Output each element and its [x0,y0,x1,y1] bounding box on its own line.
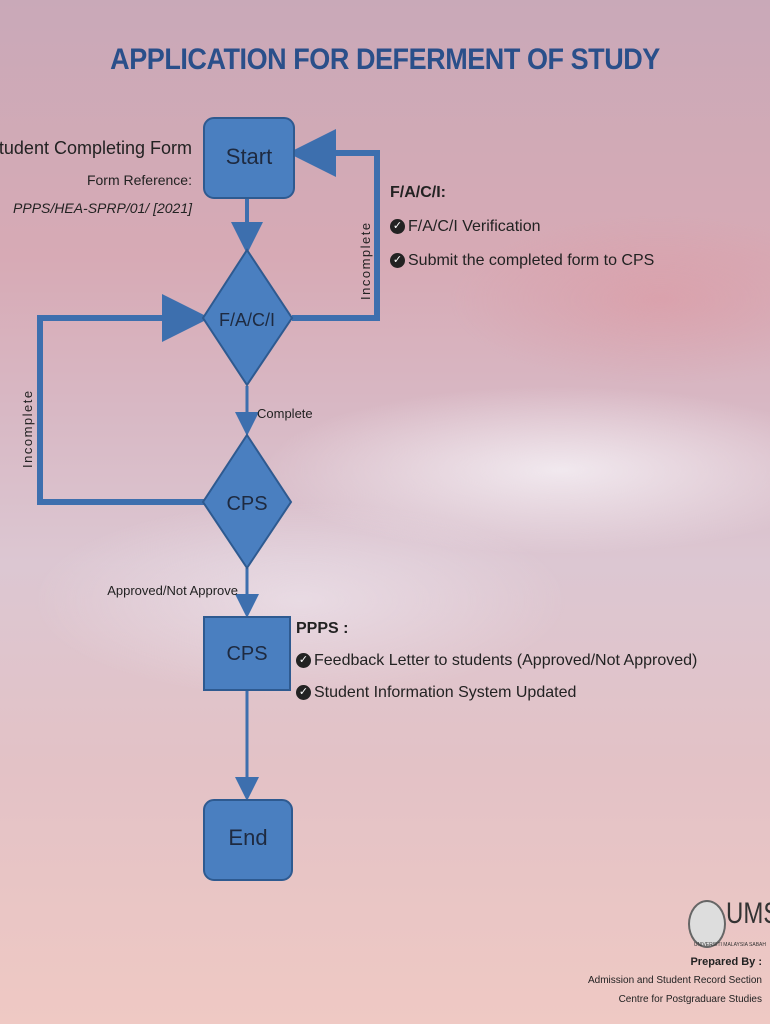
node-faci-label: F/A/C/I [219,310,275,330]
check-icon: ✓ [390,219,405,235]
edge-label-incomplete-left: Incomplete [20,389,35,468]
edge-label-incomplete-right: Incomplete [358,221,373,300]
check-icon: ✓ [390,253,405,269]
check-icon: ✓ [296,653,311,669]
node-cps-process-label: CPS [226,643,267,665]
ums-logo-subtext: UNIVERSITI MALAYSIA SABAH [693,942,766,948]
form-reference-label: Form Reference: [86,172,192,188]
form-reference-value: PPPS/HEA-SPRP/01/ [2021] [13,200,192,216]
node-start-label: Start [226,144,272,169]
faci-note-item-text: F/A/C/I Verification [408,218,541,235]
edge-label-approved: Approved/Not Approve [107,583,238,598]
faci-note-item: ✓F/A/C/I Verification [390,218,541,236]
ppps-note-item-text: Feedback Letter to students (Approved/No… [314,652,698,669]
node-end [203,799,293,881]
faci-note-heading: F/A/C/I: [390,184,446,201]
ppps-note-heading: PPPS : [296,620,349,637]
ppps-note-item-text: Student Information System Updated [314,684,577,701]
loop-left-incomplete [37,294,210,505]
node-start [203,117,295,199]
ums-crest-logo [688,900,726,948]
prepared-by-centre: Centre for Postgraduare Studies [618,994,762,1005]
faci-note-item: ✓Submit the completed form to CPS [390,252,654,270]
faci-note-item-text: Submit the completed form to CPS [408,252,655,269]
node-cps-decision-label: CPS [226,493,267,515]
prepared-by-section: Admission and Student Record Section [588,975,762,986]
node-cps-decision [201,433,293,570]
node-cps-process [203,616,291,691]
edge-label-complete: Complete [257,406,313,421]
page-title: APPLICATION FOR DEFERMENT OF STUDY [110,43,660,76]
student-completing-form: Student Completing Form [0,138,192,158]
ppps-note-item: ✓Student Information System Updated [296,684,576,702]
prepared-by: Prepared By : [690,956,762,968]
check-icon: ✓ [296,685,311,701]
loop-right-incomplete [288,129,380,321]
node-faci [201,248,294,387]
ppps-note-item: ✓Feedback Letter to students (Approved/N… [296,652,697,670]
ums-logo-text: UMS [726,897,770,930]
node-end-label: End [228,825,267,850]
